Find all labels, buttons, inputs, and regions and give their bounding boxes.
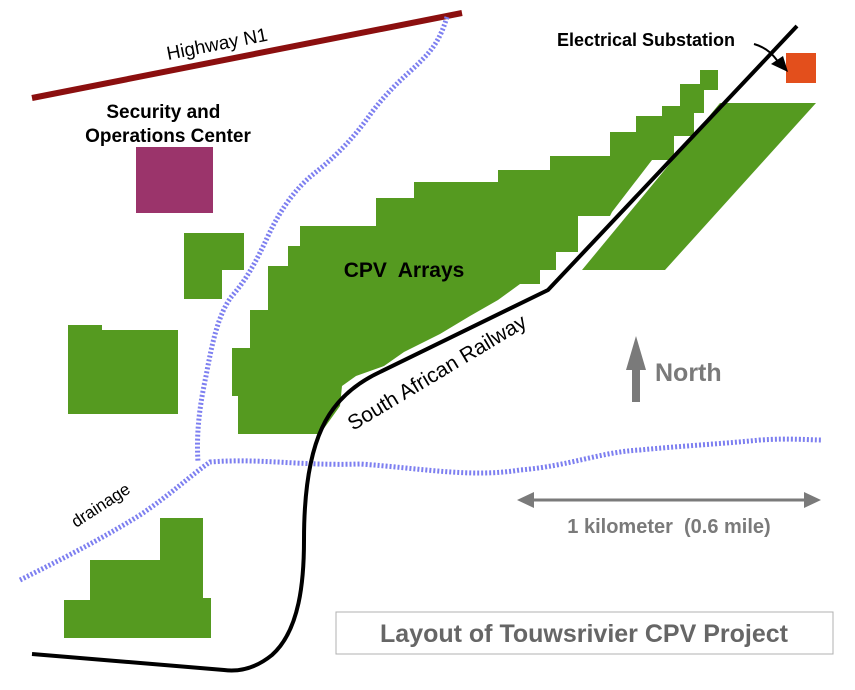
substation-label: Electrical Substation — [557, 30, 735, 50]
cpv-array-main-field — [232, 70, 718, 434]
drainage-channel-main — [18, 436, 823, 583]
cpv-array-northwest-field — [184, 233, 244, 299]
cpv-array-fields — [64, 70, 816, 638]
highway-n1-road — [31, 10, 463, 101]
double-arrow-icon — [517, 492, 821, 508]
north-label: North — [655, 359, 722, 387]
substation-pointer-icon — [753, 43, 788, 72]
drainage-channels — [18, 16, 823, 583]
map-title: Layout of Touwsrivier CPV Project — [380, 620, 789, 648]
scale-label: 1 kilometer (0.6 mile) — [567, 516, 770, 538]
electrical-substation — [786, 53, 816, 83]
cpv-arrays-label: CPV Arrays — [344, 259, 465, 282]
security-center-label: Security and Operations Center — [85, 102, 251, 147]
cpv-array-west-field — [68, 325, 178, 414]
cpv-array-east-field — [582, 103, 816, 270]
security-center-label-line2: Operations Center — [85, 126, 251, 147]
south-african-railway — [31, 24, 799, 673]
security-operations-center — [136, 147, 213, 213]
cpv-array-southwest-field — [64, 518, 211, 638]
security-center-label-line1: Security and — [106, 102, 220, 123]
arrow-up-icon — [626, 336, 646, 402]
drainage-channel-north — [194, 16, 450, 463]
map-title-box — [335, 611, 834, 655]
drainage-label: drainage — [68, 479, 134, 531]
